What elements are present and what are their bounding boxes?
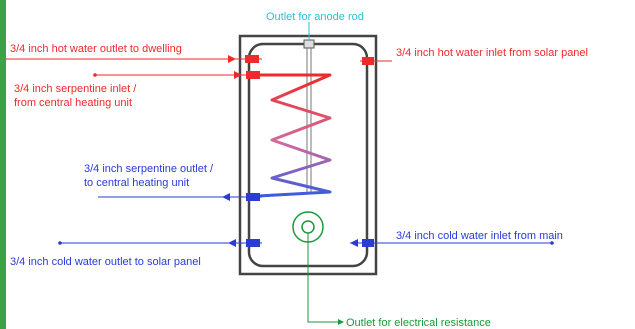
label-serp-outlet-1: 3/4 inch serpentine outlet / <box>84 163 214 175</box>
resistance-leader-arrow <box>338 319 344 325</box>
cold-outlet-arrow <box>228 239 236 247</box>
label-cold-outlet-solar: 3/4 inch cold water outlet to solar pane… <box>10 256 201 268</box>
label-serp-inlet-2: from central heating unit <box>14 97 132 109</box>
accent-bar <box>0 0 6 329</box>
serp-outlet-pipe <box>246 193 260 201</box>
serp-inlet-pipe <box>246 71 260 79</box>
cold-outlet-pipe <box>246 239 260 247</box>
hot-inlet-pipe <box>362 57 374 65</box>
resistance-inner <box>301 220 315 234</box>
hot-outlet-arrow <box>228 55 236 63</box>
resistance-leader <box>307 233 338 323</box>
label-hot-inlet-solar: 3/4 inch hot water inlet from solar pane… <box>396 47 588 59</box>
cold-inlet-dot <box>550 241 554 245</box>
cold-inlet-arrow <box>350 239 358 247</box>
label-serp-inlet-1: 3/4 inch serpentine inlet / <box>14 83 137 95</box>
anode-cap <box>303 39 315 49</box>
label-anode-outlet: Outlet for anode rod <box>266 11 364 23</box>
label-cold-inlet-main: 3/4 inch cold water inlet from main <box>396 230 563 242</box>
label-serp-outlet-2: to central heating unit <box>84 177 189 189</box>
cold-inlet-pipe <box>362 239 374 247</box>
hot-outlet-pipe <box>245 55 259 63</box>
serpentine-coil <box>257 73 332 198</box>
serp-inlet-arrow <box>234 71 242 79</box>
label-resistance-outlet: Outlet for electrical resistance <box>346 317 491 329</box>
serp-outlet-arrow <box>222 193 230 201</box>
label-hot-outlet: 3/4 inch hot water outlet to dwelling <box>10 43 182 55</box>
cold-outlet-dot <box>58 241 62 245</box>
serp-inlet-dot <box>93 73 97 77</box>
